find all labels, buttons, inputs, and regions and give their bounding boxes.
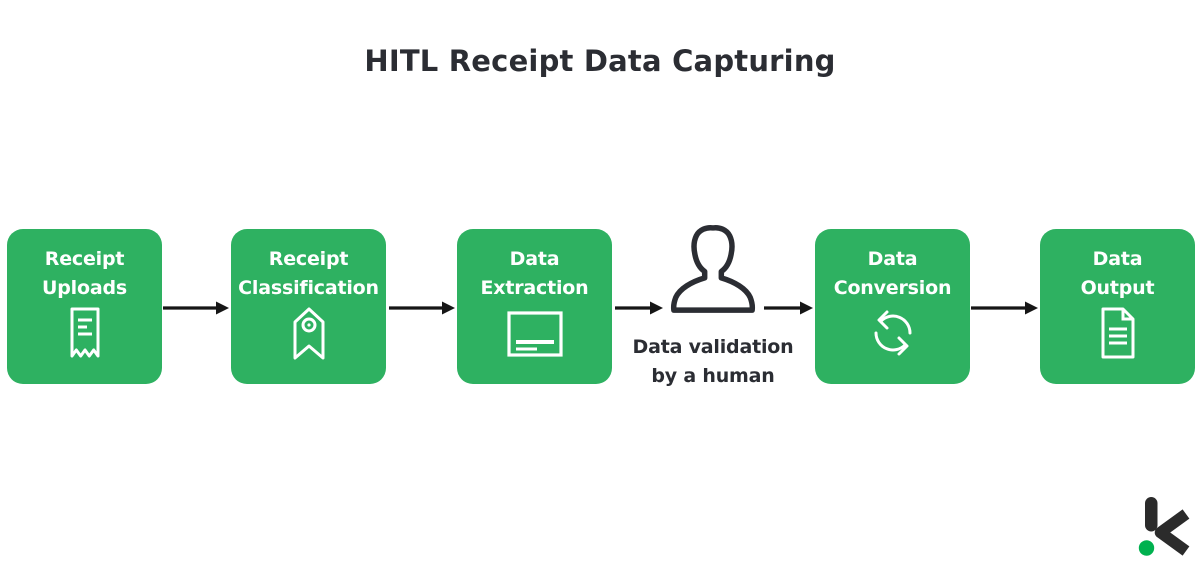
- step-label-line: Classification: [238, 277, 379, 299]
- flow-arrow: [163, 301, 229, 315]
- bookmark-icon: [290, 305, 328, 362]
- step-label-line: Output: [1080, 277, 1155, 299]
- human-label-line: by a human: [651, 365, 775, 387]
- diagram-title: HITL Receipt Data Capturing: [364, 44, 836, 78]
- step-label-line: Data: [867, 248, 918, 270]
- human-validation-node: Data validation by a human: [628, 224, 798, 391]
- step-label-line: Uploads: [42, 277, 127, 299]
- flow-arrow: [764, 301, 813, 315]
- step-label-line: Receipt: [44, 248, 125, 270]
- step-box-receipt-classification: Receipt Classification: [231, 229, 386, 384]
- sync-icon: [865, 305, 921, 361]
- step-label-line: Data: [509, 248, 560, 270]
- flow-arrow: [389, 301, 455, 315]
- step-box-data-conversion: Data Conversion: [815, 229, 970, 384]
- logo-chevron: [1154, 509, 1190, 556]
- step-label-line: Receipt: [268, 248, 349, 270]
- flow-arrow: [971, 301, 1038, 315]
- human-label-line: Data validation: [632, 336, 794, 358]
- receipt-icon: [68, 306, 102, 360]
- logo-bar: [1145, 497, 1158, 532]
- step-label-line: Extraction: [480, 277, 589, 299]
- step-label-line: Conversion: [833, 277, 952, 299]
- klippa-logo: [1136, 494, 1192, 564]
- step-box-data-extraction: Data Extraction: [457, 229, 612, 384]
- step-label-line: Data: [1092, 248, 1143, 270]
- step-box-receipt-uploads: Receipt Uploads: [7, 229, 162, 384]
- form-icon: [506, 310, 564, 358]
- document-icon: [1098, 306, 1138, 360]
- flow-arrow: [615, 301, 663, 315]
- logo-dot: [1138, 540, 1155, 556]
- person-icon: [661, 224, 765, 320]
- step-box-data-output: Data Output: [1040, 229, 1195, 384]
